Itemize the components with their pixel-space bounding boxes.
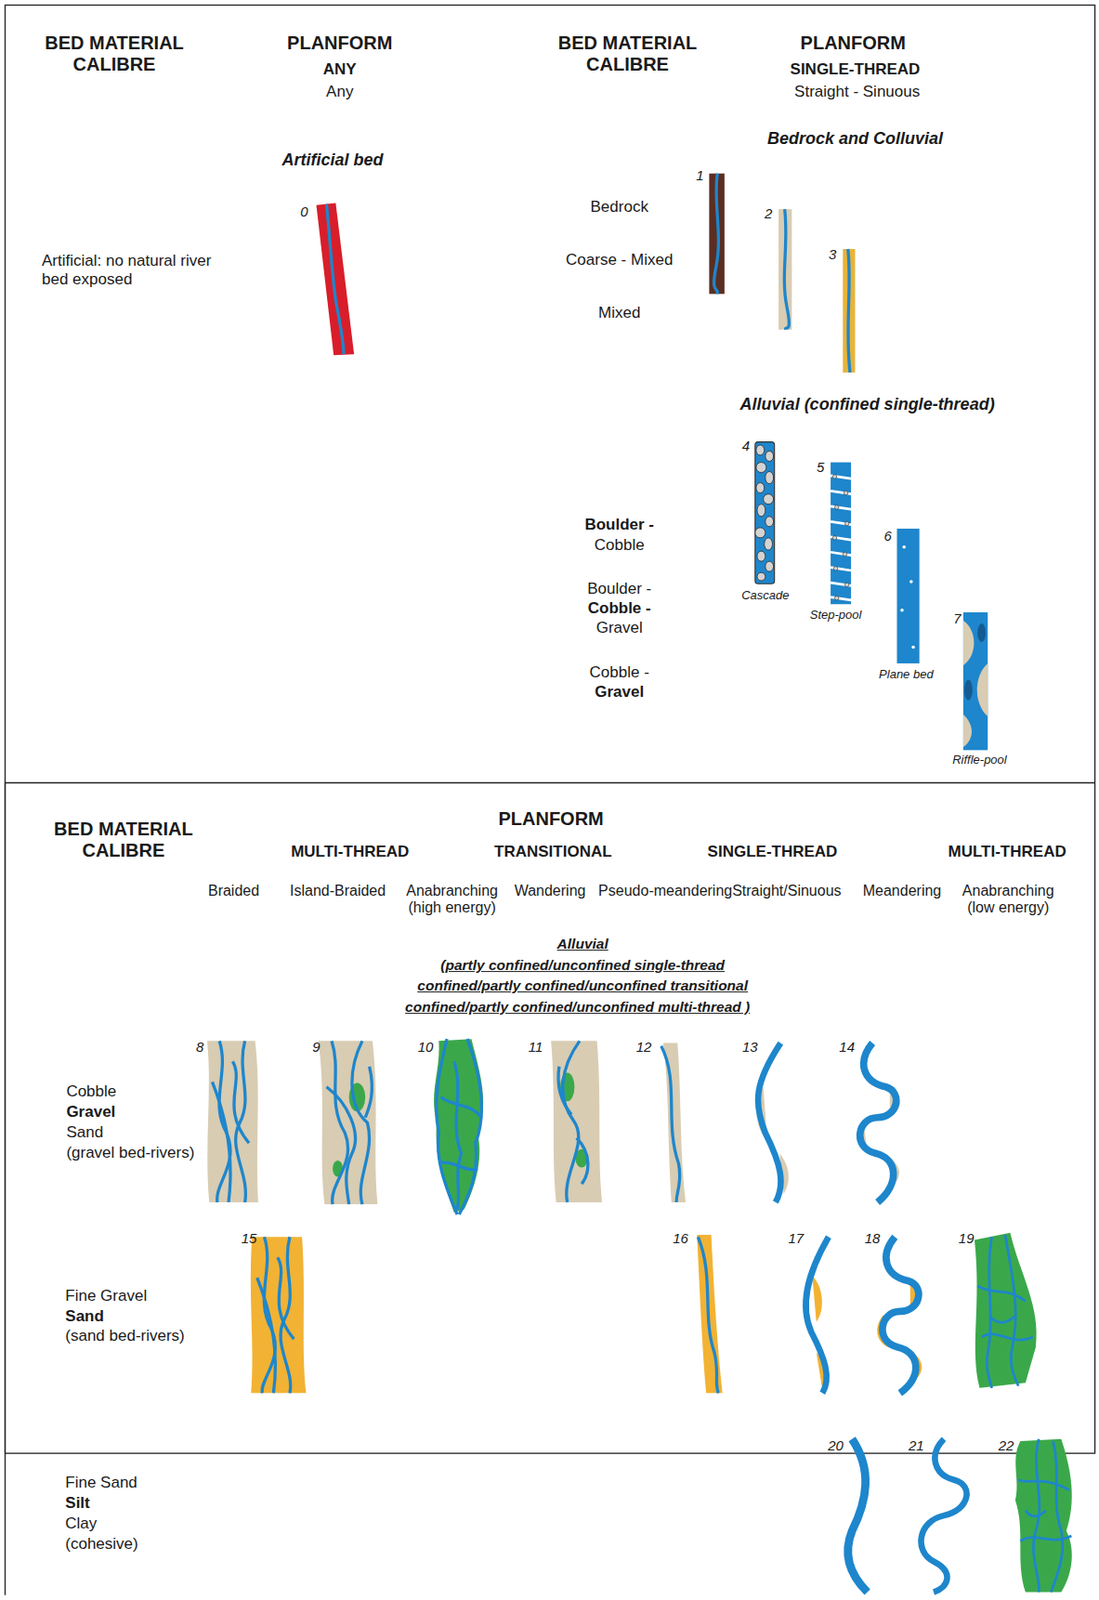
callout-number: 1 <box>695 167 704 184</box>
label: Gravel <box>65 1102 116 1122</box>
label: (cohesive) <box>65 1534 138 1554</box>
label: Boulder - <box>587 579 652 599</box>
label: TRANSITIONAL <box>494 842 613 862</box>
label: Alluvial (confined single-thread) <box>740 394 995 415</box>
label: SINGLE-THREAD <box>707 842 838 862</box>
label: Pseudo-meandering <box>598 882 733 900</box>
callout-number: 11 <box>528 1038 544 1055</box>
callout-number: 4 <box>742 437 750 454</box>
label: Bedrock and Colluvial <box>767 129 943 149</box>
label: Cascade <box>741 588 789 603</box>
label: Coarse - Mixed <box>565 250 673 270</box>
callout-number: 2 <box>764 205 772 222</box>
label: PLANFORM <box>800 32 906 54</box>
label: Alluvial <box>557 935 609 953</box>
label: Boulder - <box>584 515 655 535</box>
callout-number: 16 <box>672 1230 689 1247</box>
callout-number: 22 <box>998 1438 1015 1454</box>
label: Gravel <box>596 618 643 638</box>
callout-number: 3 <box>828 246 837 262</box>
label: Riffle-pool <box>952 753 1008 768</box>
label: Straight - Sinuous <box>794 82 920 102</box>
callout-number: 7 <box>953 610 961 627</box>
label: Wandering <box>514 882 587 900</box>
label: MULTI-THREAD <box>948 842 1067 862</box>
label: Fine Gravel <box>65 1286 147 1306</box>
label: SINGLE-THREAD <box>790 60 921 79</box>
label: (partly confined/unconfined single-threa… <box>440 956 725 974</box>
callout-number: 6 <box>883 527 891 544</box>
callout-number: 14 <box>838 1038 855 1055</box>
label: Sand <box>65 1307 105 1326</box>
label: Cobble - <box>588 599 652 618</box>
label: Anabranching (high energy) <box>397 881 508 916</box>
callout-number: 19 <box>958 1230 975 1247</box>
label: Straight/Sinuous <box>732 882 841 900</box>
label: Artificial bed <box>282 150 384 171</box>
label: BED MATERIAL CALIBRE <box>35 818 212 862</box>
label: (gravel bed-rivers) <box>65 1143 195 1163</box>
label: Step-pool <box>810 608 863 623</box>
label: Artificial: no natural river bed exposed <box>41 252 214 289</box>
label: Fine Sand <box>65 1473 138 1492</box>
callout-number: 5 <box>816 458 825 475</box>
label: Island-Braided <box>289 882 386 900</box>
callout-number: 21 <box>908 1438 925 1454</box>
callout-number: 9 <box>312 1038 320 1055</box>
label: (sand bed-rivers) <box>65 1326 185 1346</box>
label: BED MATERIAL CALIBRE <box>26 32 203 76</box>
callout-number: 17 <box>787 1230 804 1247</box>
label: Bedrock <box>590 197 649 217</box>
callout-number: 15 <box>241 1230 258 1247</box>
label: Cobble <box>594 536 645 555</box>
label: PLANFORM <box>497 807 603 829</box>
label: ANY <box>323 60 357 79</box>
callout-number: 12 <box>636 1038 653 1055</box>
callout-number: 18 <box>864 1230 881 1247</box>
label: Gravel <box>594 682 644 702</box>
label: confined/partly confined/unconfined mult… <box>405 998 750 1016</box>
label: Meandering <box>863 882 942 900</box>
label: Sand <box>65 1123 104 1142</box>
label: Plane bed <box>878 667 934 682</box>
label: Cobble <box>65 1083 117 1102</box>
label: confined/partly confined/unconfined tran… <box>417 977 748 995</box>
label: Silt <box>65 1493 90 1513</box>
label: Cobble - <box>589 663 650 682</box>
label: Clay <box>65 1514 97 1533</box>
callout-number: 20 <box>827 1438 844 1454</box>
callout-number: 0 <box>300 204 308 221</box>
label: Braided <box>208 882 260 900</box>
label: BED MATERIAL CALIBRE <box>539 32 717 76</box>
callout-number: 10 <box>418 1038 434 1055</box>
label: Mixed <box>598 303 641 323</box>
label: Any <box>326 82 354 102</box>
label: Anabranching (low energy) <box>953 881 1063 916</box>
label: PLANFORM <box>287 32 393 54</box>
callout-number: 8 <box>196 1038 204 1055</box>
label: MULTI-THREAD <box>290 842 409 862</box>
callout-number: 13 <box>742 1038 759 1055</box>
